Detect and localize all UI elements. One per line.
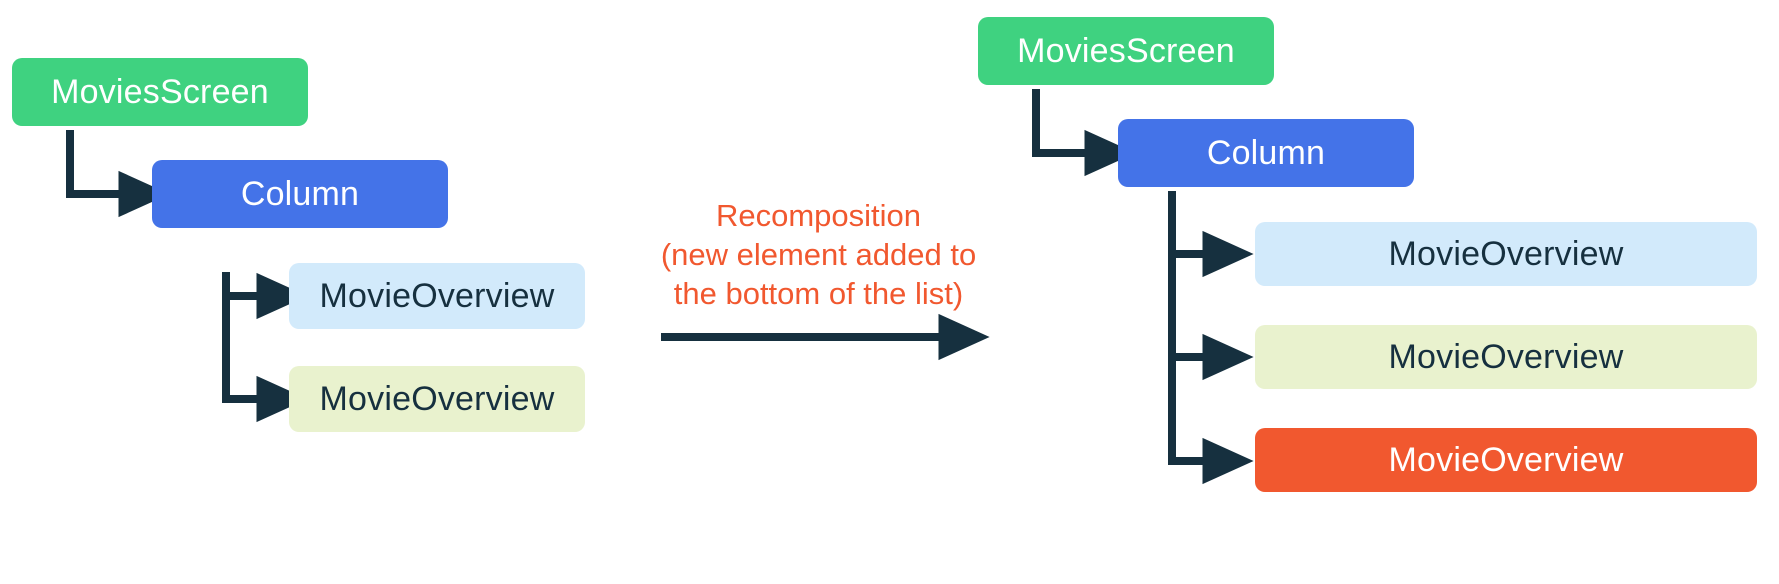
right-node-movie-overview-2[interactable]: MovieOverview xyxy=(1255,325,1757,389)
left-node-movie-overview-2[interactable]: MovieOverview xyxy=(289,366,585,432)
left-node-movie-overview-1-label: MovieOverview xyxy=(319,277,555,315)
left-node-column[interactable]: Column xyxy=(152,160,448,228)
recomposition-annotation-line-2: (new element added to xyxy=(660,237,977,273)
recomposition-annotation-line-1: Recomposition xyxy=(715,198,922,233)
right-node-column-label: Column xyxy=(1206,134,1326,172)
right-node-movie-overview-2-label: MovieOverview xyxy=(1388,338,1624,376)
recomposition-annotation-line-3: the bottom of the list) xyxy=(673,276,964,312)
left-node-movies-screen[interactable]: MoviesScreen xyxy=(12,58,308,126)
recomposition-annotation: Recomposition (new element added to the … xyxy=(656,196,981,313)
right-node-movie-overview-1-label: MovieOverview xyxy=(1388,235,1624,273)
left-node-movie-overview-1[interactable]: MovieOverview xyxy=(289,263,585,329)
left-node-movies-screen-label: MoviesScreen xyxy=(51,73,269,111)
right-node-movies-screen-label: MoviesScreen xyxy=(1017,32,1235,70)
right-node-movie-overview-3-label: MovieOverview xyxy=(1388,441,1624,479)
left-edge-moviesscreen-to-column xyxy=(66,130,170,218)
right-node-column[interactable]: Column xyxy=(1118,119,1414,187)
right-node-movies-screen[interactable]: MoviesScreen xyxy=(978,17,1274,85)
left-node-movie-overview-2-label: MovieOverview xyxy=(319,380,555,418)
right-node-movie-overview-1[interactable]: MovieOverview xyxy=(1255,222,1757,286)
left-node-column-label: Column xyxy=(240,175,360,213)
right-node-movie-overview-3-new[interactable]: MovieOverview xyxy=(1255,428,1757,492)
right-edge-moviesscreen-to-column xyxy=(1032,89,1136,177)
